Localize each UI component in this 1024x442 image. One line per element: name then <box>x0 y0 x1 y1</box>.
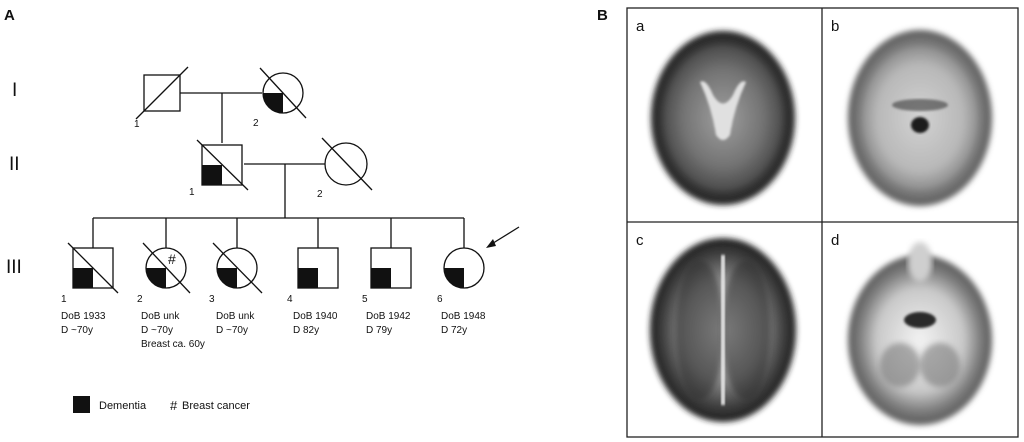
scan-label-a: a <box>636 18 645 35</box>
scan-d-head <box>848 255 992 425</box>
info-line: DoB 1933 <box>61 311 106 322</box>
panel-label-a: A <box>4 7 15 24</box>
info-line: D 79y <box>366 325 392 336</box>
deceased-slash <box>142 242 191 294</box>
dementia-fill <box>298 268 318 288</box>
deceased-slash <box>321 137 373 191</box>
info-line: D ~70y <box>61 325 93 336</box>
individual-iii5: 5 DoB 1942 D 79y <box>362 247 412 336</box>
scan-c-midline <box>721 255 725 405</box>
generation-label-iii: III <box>6 257 22 278</box>
individual-iii4: 4 DoB 1940 D 82y <box>287 247 339 336</box>
info-line: DoB unk <box>216 311 255 322</box>
info-line: D 72y <box>441 325 467 336</box>
info-line: D ~70y <box>141 325 173 336</box>
legend: Dementia # Breast cancer <box>73 396 250 413</box>
legend-dementia-label: Dementia <box>99 400 147 412</box>
scan-a-ventricles <box>700 81 746 140</box>
dementia-fill <box>371 268 391 288</box>
scan-b-midbrain <box>911 117 929 133</box>
individual-index: 2 <box>137 294 143 305</box>
individual-index: 6 <box>437 294 443 305</box>
deceased-slash <box>67 242 119 294</box>
proband-arrow-icon <box>486 226 520 248</box>
dementia-fill <box>217 268 237 288</box>
deceased-slash <box>135 66 189 120</box>
dementia-fill <box>73 268 93 288</box>
info-line: Breast ca. 60y <box>141 339 205 350</box>
legend-breast-symbol: # <box>170 398 178 413</box>
brain-scan-d: d <box>831 232 992 425</box>
brain-scan-c: c <box>636 232 796 422</box>
scan-label-d: d <box>831 232 839 249</box>
individual-ii2: 2 <box>317 137 373 200</box>
dementia-fill <box>146 268 166 288</box>
pedigree-lines <box>92 92 465 248</box>
brain-scan-b: b <box>831 18 992 206</box>
individual-index: 1 <box>134 119 140 130</box>
legend-dementia-swatch <box>73 396 90 413</box>
info-line: DoB 1948 <box>441 311 486 322</box>
individual-index: 1 <box>189 187 195 198</box>
individual-iii1: 1 DoB 1933 D ~70y <box>61 242 119 336</box>
individual-index: 4 <box>287 294 293 305</box>
brain-scan-a: a <box>636 18 795 205</box>
individual-index: 3 <box>209 294 215 305</box>
scan-d-cavity <box>904 312 936 328</box>
individual-index: 2 <box>317 189 323 200</box>
deceased-slash <box>212 242 263 294</box>
individual-iii6: 6 DoB 1948 D 72y <box>437 247 486 336</box>
info-line: DoB 1942 <box>366 311 411 322</box>
scan-label-c: c <box>636 232 644 249</box>
individual-index: 2 <box>253 118 259 129</box>
breast-cancer-marker: # <box>168 251 176 267</box>
individual-ii1: 1 <box>189 139 249 198</box>
deceased-slash <box>196 139 249 191</box>
generation-label-i: I <box>12 80 17 101</box>
info-line: D ~70y <box>216 325 248 336</box>
scan-label-b: b <box>831 18 839 35</box>
individual-iii3: 3 DoB unk D ~70y <box>209 242 263 336</box>
panel-label-b: B <box>597 7 608 24</box>
dementia-fill <box>202 165 222 185</box>
legend-breast-label: Breast cancer <box>182 400 250 412</box>
info-line: D 82y <box>293 325 319 336</box>
individual-i1: 1 <box>134 66 189 130</box>
info-line: DoB unk <box>141 311 180 322</box>
individual-index: 1 <box>61 294 67 305</box>
info-line: DoB 1940 <box>293 311 338 322</box>
individual-iii2: # 2 DoB unk D ~70y Breast ca. 60y <box>137 242 205 350</box>
dementia-fill <box>263 93 283 113</box>
individual-i2: 2 <box>253 67 307 129</box>
generation-label-ii: II <box>9 154 20 175</box>
individual-index: 5 <box>362 294 368 305</box>
dementia-fill <box>444 268 464 288</box>
deceased-slash <box>259 67 307 119</box>
